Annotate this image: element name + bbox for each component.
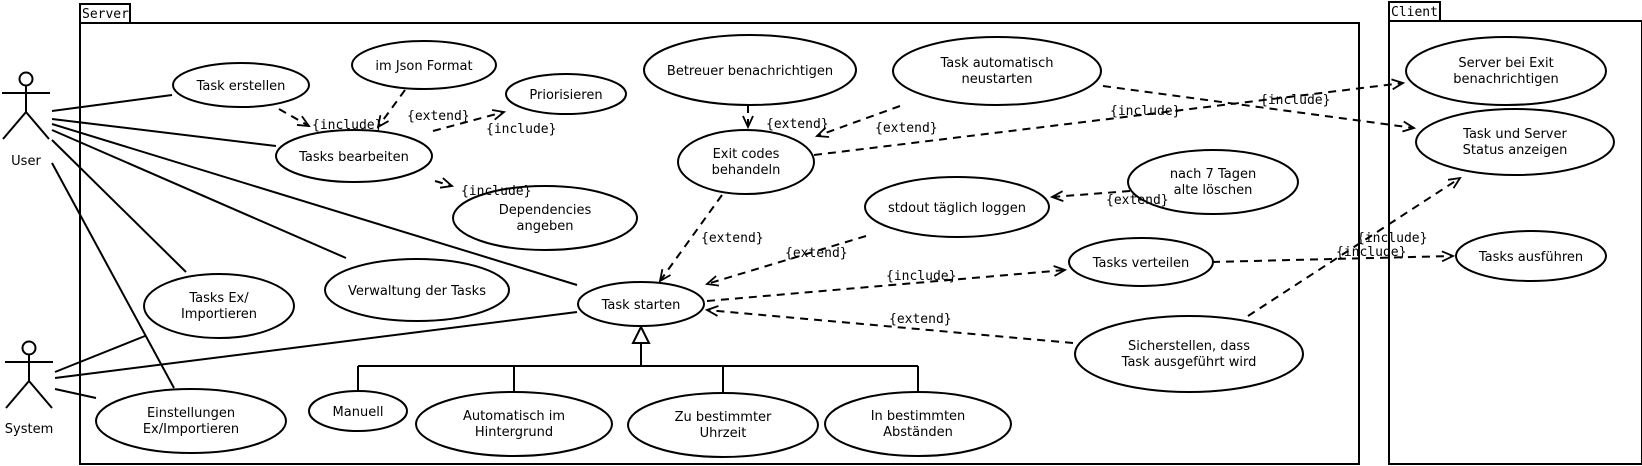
client-package: Client [1388,1,1642,465]
use-case-server-bei-exit-benachrichtigen: Server bei Exit benachrichtigen [1405,36,1607,106]
use-case-verwaltung-der-tasks: Verwaltung der Tasks [324,258,510,322]
extend-label: {extend} [889,312,952,327]
use-case-stdout-taeglich-loggen-label: stdout täglich loggen [888,201,1026,216]
extend-label: {extend} [766,117,829,132]
use-case-manuell-label: Manuell [333,405,384,420]
use-case-dependencies-angeben-line1: Dependencies [499,203,592,218]
use-case-tasks-ex-importieren: Tasks Ex/ Importieren [143,273,295,339]
use-case-task-und-server-line1: Task und Server [1462,127,1567,142]
use-case-task-automatisch-neustarten-line1: Task automatisch [940,56,1054,71]
use-case-tasks-verteilen-label: Tasks verteilen [1092,256,1190,271]
use-case-in-bestimmten-line2: Abständen [883,425,953,440]
use-case-tasks-bearbeiten: Tasks bearbeiten [275,129,433,183]
use-case-sicherstellen: Sicherstellen, dass Task ausgeführt wird [1074,315,1304,393]
use-case-tasks-ex-importieren-line2: Importieren [181,307,257,322]
use-case-betreuer-benachrichtigen-label: Betreuer benachrichtigen [667,64,833,79]
extend-label: {extend} [407,109,470,124]
use-case-exit-codes-behandeln: Exit codes behandeln [677,129,815,195]
use-case-task-erstellen-label: Task erstellen [196,79,286,94]
use-case-stdout-taeglich-loggen: stdout täglich loggen [864,176,1050,238]
extend-label: {extend} [875,121,938,136]
use-case-zu-bestimmter-line1: Zu bestimmter [675,410,772,425]
use-case-tasks-ausfuehren: Tasks ausführen [1455,230,1607,282]
use-case-automatisch-line2: Hintergrund [475,425,553,440]
extend-label: {extend} [1106,193,1169,208]
include-label: {include} [1336,245,1406,260]
use-case-task-erstellen: Task erstellen [172,62,310,108]
use-case-priorisieren-label: Priorisieren [529,88,602,103]
client-package-label: Client [1391,5,1438,20]
actor-user-label: User [11,154,41,169]
use-case-in-bestimmten-abstaenden: In bestimmten Abständen [824,391,1012,457]
use-case-task-und-server-line2: Status anzeigen [1463,143,1568,158]
use-case-exit-codes-behandeln-line2: behandeln [712,163,781,178]
use-case-zu-bestimmter-uhrzeit: Zu bestimmter Uhrzeit [627,392,819,458]
extend-label: {extend} [785,246,848,261]
use-case-dependencies-angeben: Dependencies angeben [452,185,638,251]
use-case-automatisch-im-hintergrund: Automatisch im Hintergrund [415,391,613,457]
include-label: {include} [1110,104,1180,119]
use-case-task-starten-label: Task starten [601,298,681,313]
use-case-dependencies-angeben-line2: angeben [517,219,574,234]
use-case-einstellungen-ex-importieren: Einstellungen Ex/Importieren [95,388,287,454]
actor-system-label: System [5,422,53,437]
use-case-in-bestimmten-line1: In bestimmten [871,409,966,424]
use-case-manuell: Manuell [308,390,408,432]
extend-label: {extend} [701,231,764,246]
use-case-sicherstellen-line1: Sicherstellen, dass [1128,339,1250,354]
use-case-task-automatisch-neustarten: Task automatisch neustarten [892,36,1102,106]
use-case-server-bei-exit-line2: benachrichtigen [1453,72,1558,87]
use-case-automatisch-line1: Automatisch im [463,409,565,424]
use-case-betreuer-benachrichtigen: Betreuer benachrichtigen [643,34,857,106]
include-label: {include} [1357,231,1427,246]
use-case-einstellungen-line1: Einstellungen [147,406,235,421]
include-label: {include} [1260,93,1330,108]
actor-user: User [2,71,50,169]
use-case-im-json-format-label: im Json Format [375,59,472,74]
use-case-zu-bestimmter-line2: Uhrzeit [700,426,747,441]
use-case-nach-7-tagen-line1: nach 7 Tagen [1170,167,1256,182]
use-case-tasks-ex-importieren-line1: Tasks Ex/ [188,291,249,306]
use-case-im-json-format: im Json Format [351,40,497,90]
associations [51,94,578,399]
use-case-sicherstellen-line2: Task ausgeführt wird [1121,355,1257,370]
actor-system: System [5,340,53,437]
include-label: {include} [312,118,382,133]
use-case-tasks-bearbeiten-label: Tasks bearbeiten [298,150,409,165]
use-case-exit-codes-behandeln-line1: Exit codes [713,147,780,162]
use-case-tasks-verteilen: Tasks verteilen [1068,237,1214,287]
dependency-lines [278,83,1460,344]
use-case-verwaltung-der-tasks-label: Verwaltung der Tasks [348,284,486,299]
use-case-priorisieren: Priorisieren [505,73,627,115]
include-label: {include} [486,122,556,137]
use-case-server-bei-exit-line1: Server bei Exit [1458,56,1553,71]
generalization-task-starten [357,324,919,393]
use-case-task-starten: Task starten [577,281,705,327]
use-case-einstellungen-line2: Ex/Importieren [143,422,239,437]
relation-labels: {include} {extend} {include} {include} {… [312,93,1427,327]
include-label: {include} [886,269,956,284]
use-case-nach-7-tagen-line2: alte löschen [1174,183,1253,198]
use-case-nach-7-tagen-alte-loeschen: nach 7 Tagen alte löschen [1127,149,1299,215]
use-case-task-automatisch-neustarten-line2: neustarten [962,72,1033,87]
use-case-tasks-ausfuehren-label: Tasks ausführen [1478,250,1583,265]
include-label: {include} [461,184,531,199]
server-package-label: Server [82,7,129,22]
use-case-task-und-server-status-anzeigen: Task und Server Status anzeigen [1415,108,1615,176]
